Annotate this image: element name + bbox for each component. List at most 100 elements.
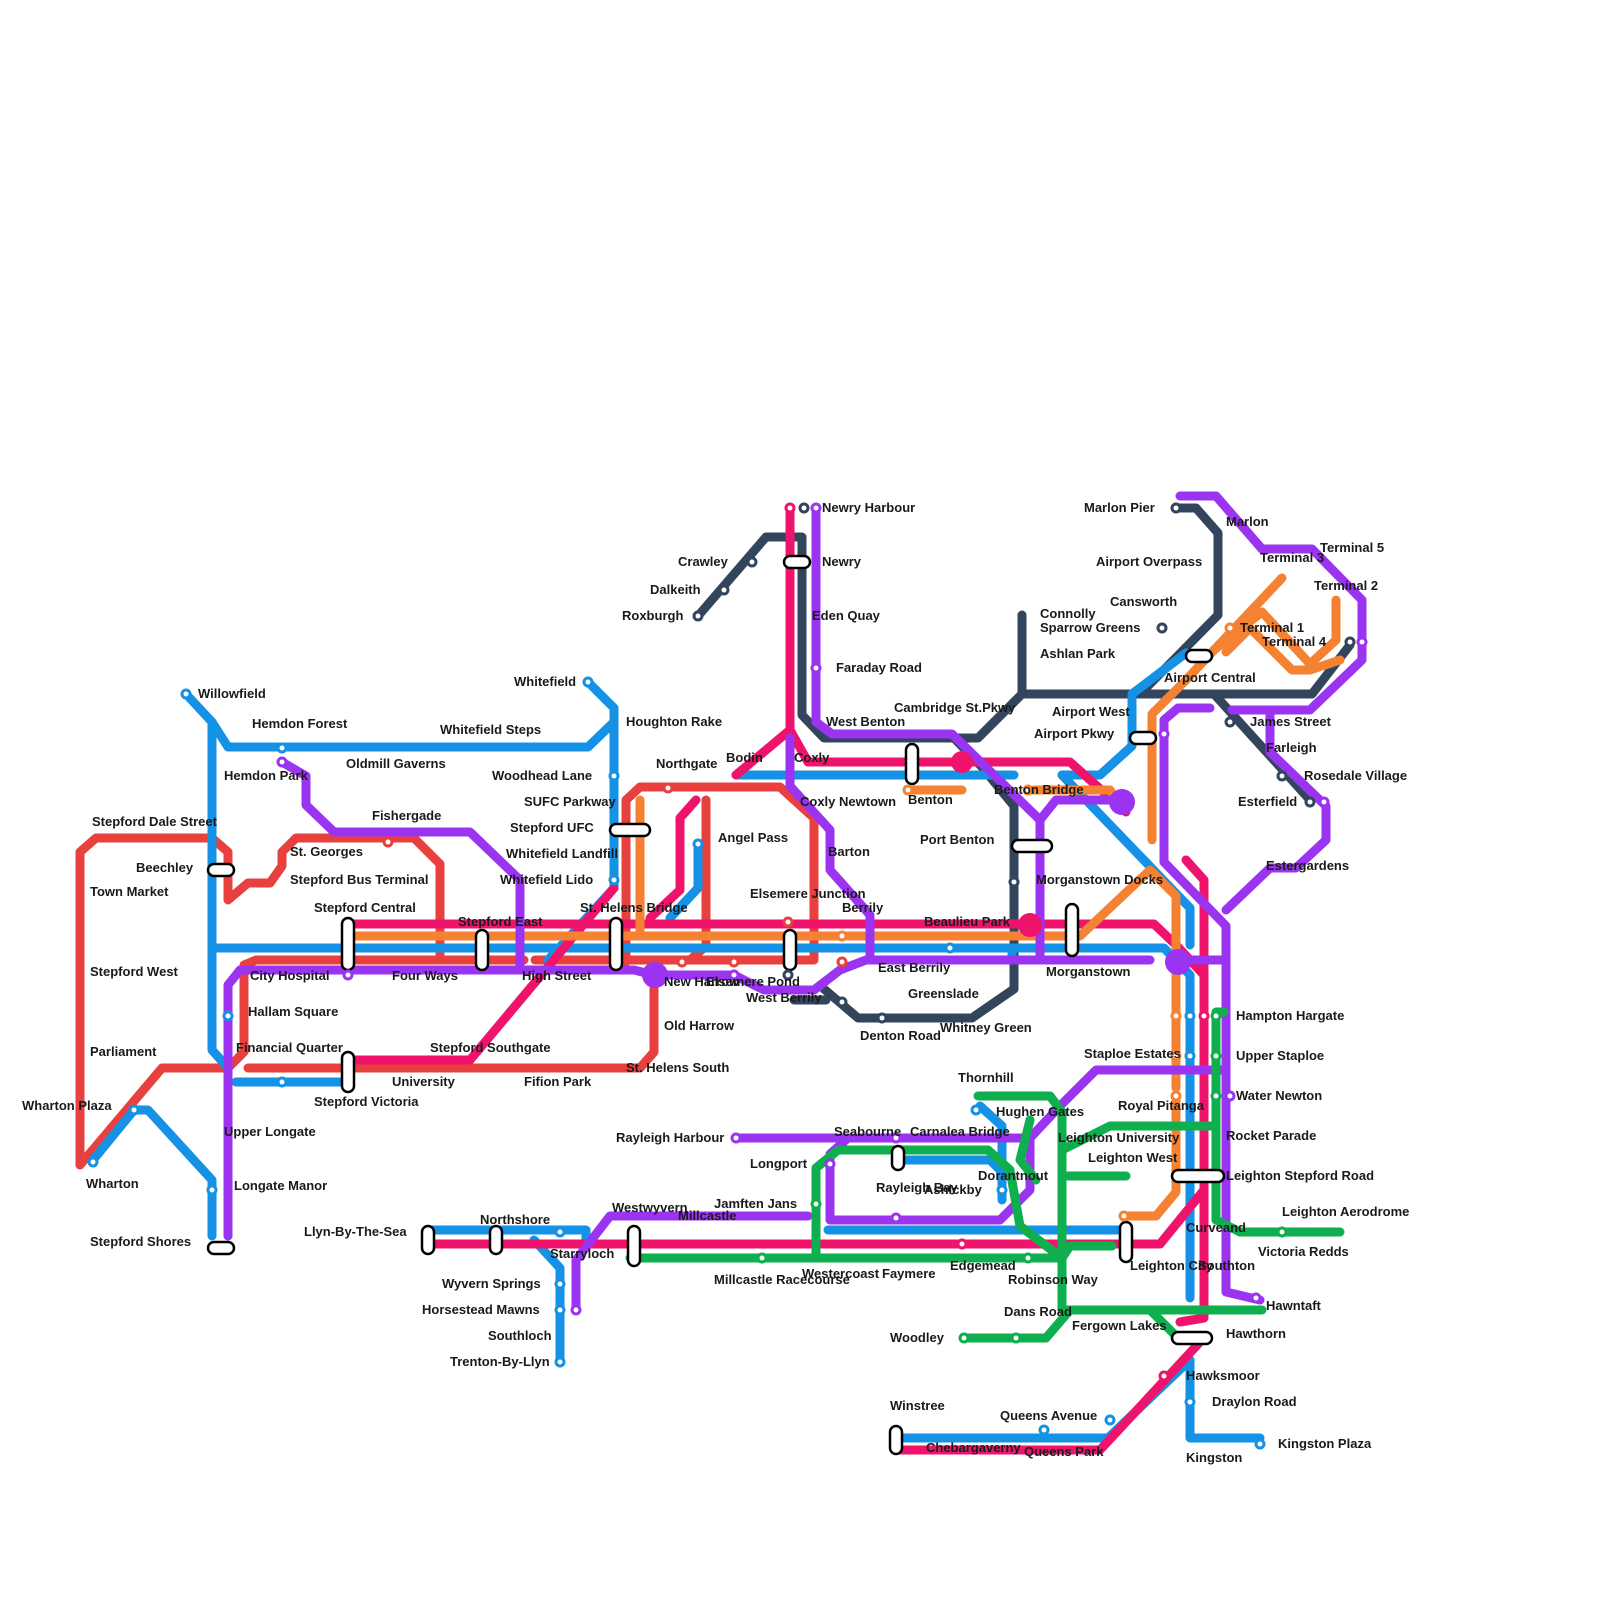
label-fishergade: Fishergade <box>372 808 441 823</box>
label-water-newton: Water Newton <box>1236 1088 1322 1103</box>
label-dans-road: Dans Road <box>1004 1304 1072 1319</box>
label-northshore: Northshore <box>480 1212 550 1227</box>
label-east-berrily: East Berrily <box>878 960 951 975</box>
label-stepford-east: Stepford East <box>458 914 543 929</box>
label-stepford-bus-terminal: Stepford Bus Terminal <box>290 872 428 887</box>
label-coxly-newtown: Coxly Newtown <box>800 794 896 809</box>
label-woodley: Woodley <box>890 1330 945 1345</box>
label-seabourne: Seabourne <box>834 1124 901 1139</box>
label-chebargaverny: Chebargaverny <box>926 1440 1021 1455</box>
label-stepford-southgate: Stepford Southgate <box>430 1040 551 1055</box>
label-leighton-stepford-road: Leighton Stepford Road <box>1226 1168 1374 1183</box>
label-st-helens-bridge: St. Helens Bridge <box>580 900 688 915</box>
label-elsemere-junction: Elsemere Junction <box>750 886 866 901</box>
label-airport-west: Airport West <box>1052 704 1130 719</box>
label-southloch: Southloch <box>488 1328 552 1343</box>
label-hampton-hargate: Hampton Hargate <box>1236 1008 1344 1023</box>
label-town-market: Town Market <box>90 884 169 899</box>
label-robinson-way: Robinson Way <box>1008 1272 1099 1287</box>
label-denton-road: Denton Road <box>860 1028 941 1043</box>
label-benton-bridge: Benton Bridge <box>994 782 1084 797</box>
label-edgemead: Edgemead <box>950 1258 1016 1273</box>
label-airport-pkwy: Airport Pkwy <box>1034 726 1115 741</box>
label-whitney-green: Whitney Green <box>940 1020 1032 1035</box>
label-houghton-rake: Houghton Rake <box>626 714 722 729</box>
label-hawksmoor: Hawksmoor <box>1186 1368 1260 1383</box>
label-willowfield: Willowfield <box>198 686 266 701</box>
label-marlon-pier: Marlon Pier <box>1084 500 1155 515</box>
label-llyn-by-the-sea: Llyn-By-The-Sea <box>304 1224 407 1239</box>
label-kingston: Kingston <box>1186 1450 1242 1465</box>
label-new-harrow: New Harrow <box>664 974 740 989</box>
label-trenton-by-llyn: Trenton-By-Llyn <box>450 1354 550 1369</box>
label-st-georges: St. Georges <box>290 844 363 859</box>
label-fifion-park: Fifion Park <box>524 1074 592 1089</box>
label-angel-pass: Angel Pass <box>718 830 788 845</box>
label-ashlan-park: Ashlan Park <box>1040 646 1116 661</box>
label-rocket-parade: Rocket Parade <box>1226 1128 1316 1143</box>
label-st-helens-south: St. Helens South <box>626 1060 729 1075</box>
label-westwyvern: Westwyvern <box>612 1200 688 1215</box>
label-faraday-road: Faraday Road <box>836 660 922 675</box>
label-whitefield: Whitefield <box>514 674 576 689</box>
label-hemdon-park: Hemdon Park <box>224 768 309 783</box>
label-benton: Benton <box>908 792 953 807</box>
label-wharton: Wharton <box>86 1176 139 1191</box>
label-fergown-lakes: Fergown Lakes <box>1072 1318 1167 1333</box>
label-beechley: Beechley <box>136 860 194 875</box>
label-morganstown: Morganstown <box>1046 964 1131 979</box>
label-leighton-city: Leighton City <box>1130 1258 1214 1273</box>
label-high-street: High Street <box>522 968 592 983</box>
label-terminal-1: Terminal 1 <box>1240 620 1304 635</box>
label-starryloch: Starryloch <box>550 1246 614 1261</box>
label-northgate: Northgate <box>656 756 717 771</box>
label-coxly: Coxly <box>794 750 830 765</box>
label-crawley: Crawley <box>678 554 729 569</box>
label-esterfield: Esterfield <box>1238 794 1297 809</box>
label-beaulieu-park: Beaulieu Park <box>924 914 1011 929</box>
label-greenslade: Greenslade <box>908 986 979 1001</box>
label-parliament: Parliament <box>90 1044 157 1059</box>
label-four-ways: Four Ways <box>392 968 458 983</box>
label-terminal-5: Terminal 5 <box>1320 540 1384 555</box>
label-rayleigh-harbour: Rayleigh Harbour <box>616 1130 724 1145</box>
label-dorantnout: Dorantnout <box>978 1168 1049 1183</box>
label-wyvern-springs: Wyvern Springs <box>442 1276 541 1291</box>
label-morganstown-docks: Morganstown Docks <box>1036 872 1163 887</box>
label-dalkeith: Dalkeith <box>650 582 701 597</box>
label-hawthorn: Hawthorn <box>1226 1326 1286 1341</box>
label-university: University <box>392 1074 456 1089</box>
label-royal-pitanga: Royal Pitanga <box>1118 1098 1205 1113</box>
label-victoria-redds: Victoria Redds <box>1258 1244 1349 1259</box>
label-port-benton: Port Benton <box>920 832 994 847</box>
label-barton: Barton <box>828 844 870 859</box>
label-west-benton: West Benton <box>826 714 905 729</box>
label-terminal-4: Terminal 4 <box>1262 634 1327 649</box>
label-sufc-parkway: SUFC Parkway <box>524 794 617 809</box>
label-leighton-west: Leighton West <box>1088 1150 1178 1165</box>
label-upper-longate: Upper Longate <box>224 1124 316 1139</box>
label-carnalea-bridge: Carnalea Bridge <box>910 1124 1010 1139</box>
label-hallam-square: Hallam Square <box>248 1004 338 1019</box>
label-roxburgh: Roxburgh <box>622 608 683 623</box>
label-berrily: Berrily <box>842 900 884 915</box>
label-hughen-gates: Hughen Gates <box>996 1104 1084 1119</box>
label-upper-staploe: Upper Staploe <box>1236 1048 1324 1063</box>
label-queens-avenue: Queens Avenue <box>1000 1408 1097 1423</box>
label-connolly: Connolly <box>1040 606 1096 621</box>
label-whitefield-lido: Whitefield Lido <box>500 872 593 887</box>
label-city-hospital: City Hospital <box>250 968 329 983</box>
label-old-harrow: Old Harrow <box>664 1018 735 1033</box>
label-hawntaft: Hawntaft <box>1266 1298 1322 1313</box>
label-stepford-west: Stepford West <box>90 964 179 979</box>
label-ashlckby: Ashlckby <box>924 1182 983 1197</box>
morganstown-hub <box>1165 949 1191 975</box>
label-sparrow-greens: Sparrow Greens <box>1040 620 1140 635</box>
airport-pkwy-hub <box>1109 789 1135 815</box>
label-leighton-aerodrome: Leighton Aerodrome <box>1282 1204 1409 1219</box>
label-airport-overpass: Airport Overpass <box>1096 554 1202 569</box>
label-cambridge-st-pkwy: Cambridge St.Pkwy <box>894 700 1016 715</box>
label-stepford-central: Stepford Central <box>314 900 416 915</box>
cambridge-hub <box>951 751 973 773</box>
label-whitefield-steps: Whitefield Steps <box>440 722 541 737</box>
